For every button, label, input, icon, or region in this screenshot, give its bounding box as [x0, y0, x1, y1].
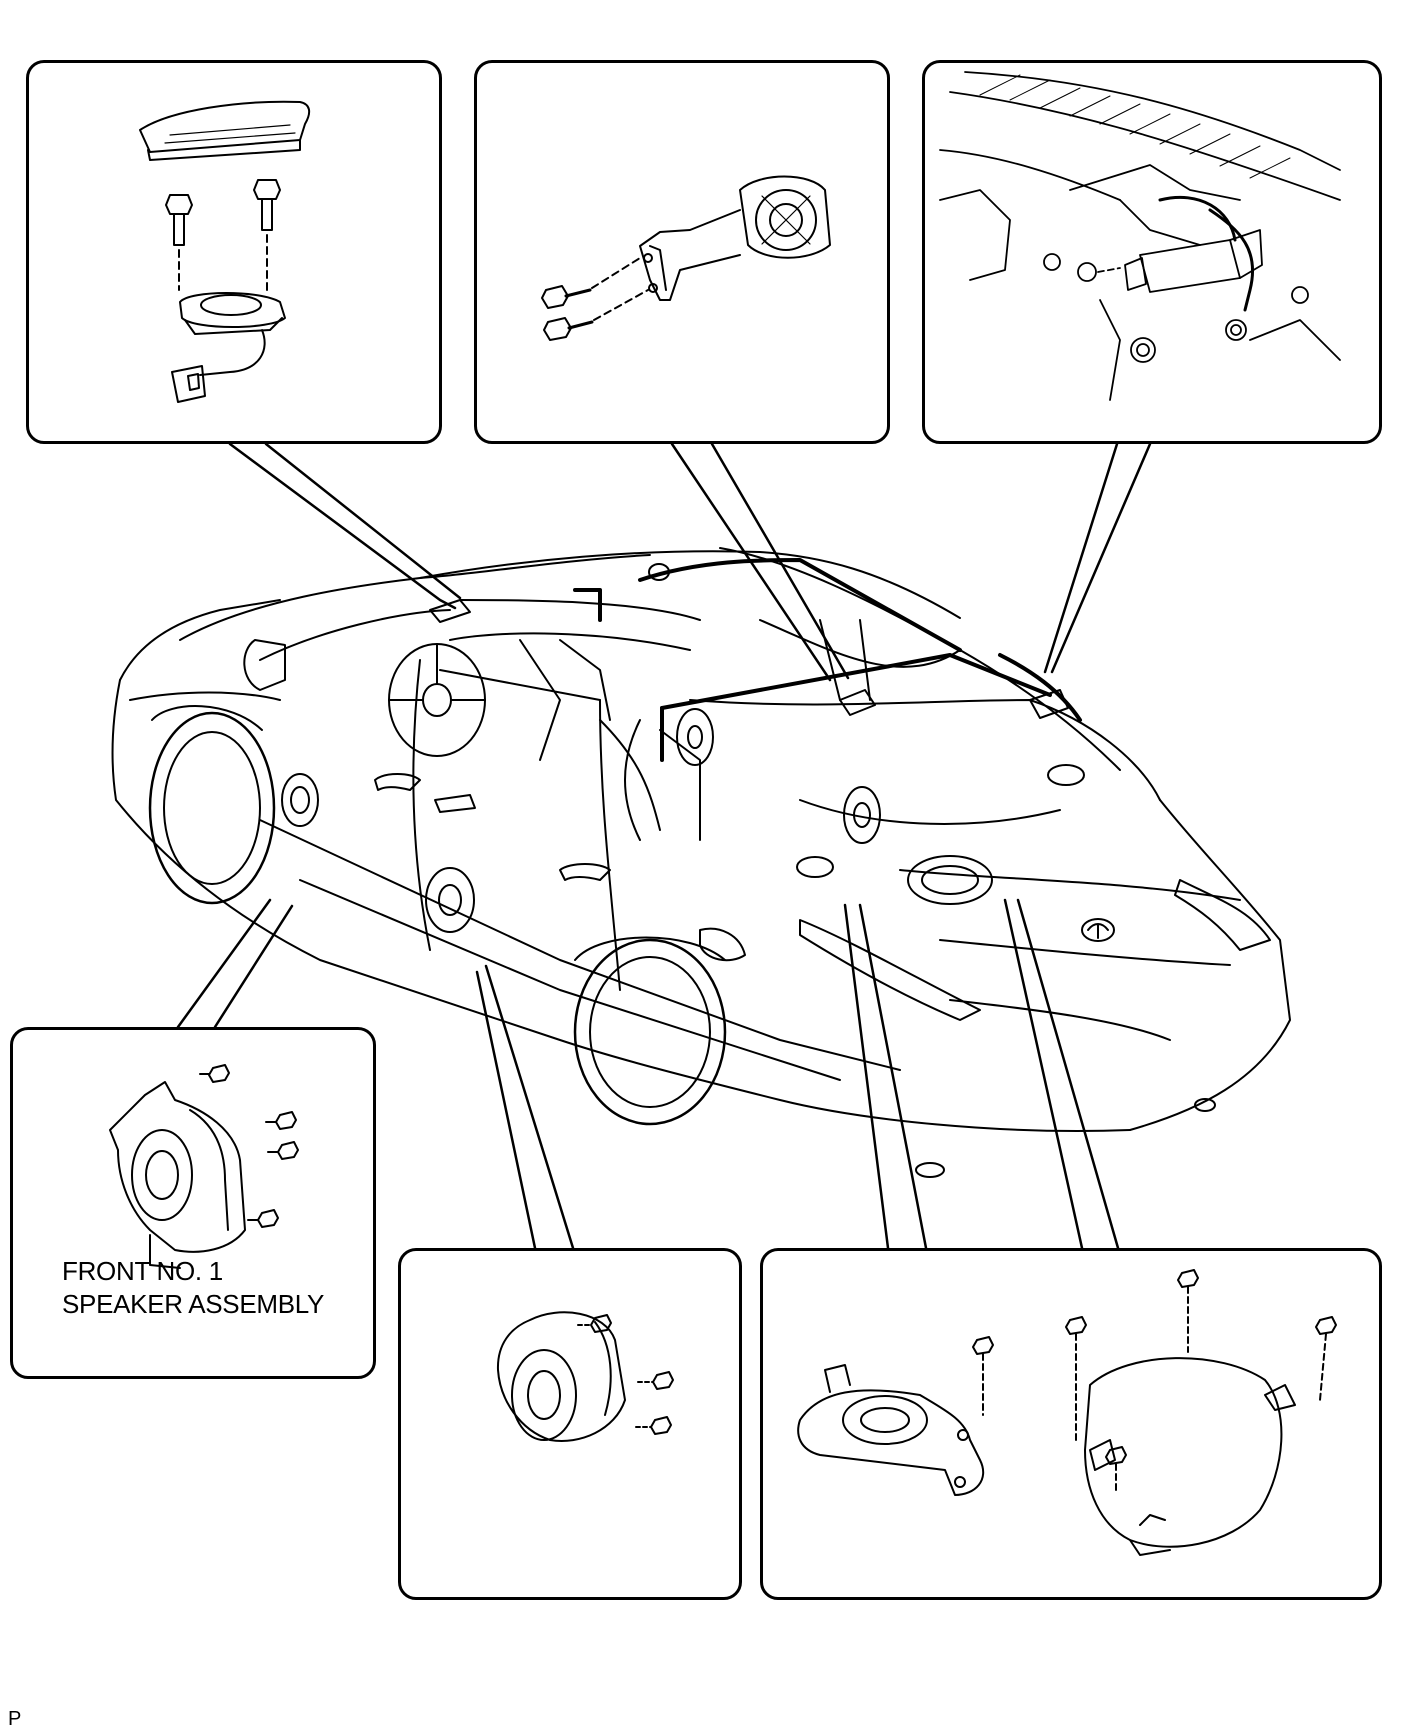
callout-panel-rear-shelf-speakers	[760, 1248, 1382, 1600]
pillar-tweeter-exploded	[139, 100, 311, 403]
rear-shelf-speakers-exploded	[797, 1269, 1337, 1556]
front-speaker-label-line2: SPEAKER ASSEMBLY	[62, 1289, 325, 1319]
front-speaker-label: FRONT NO. 1 SPEAKER ASSEMBLY	[62, 1255, 324, 1321]
callout-panel-front-door-speaker	[10, 1027, 376, 1379]
front-speaker-label-line1: FRONT NO. 1	[62, 1256, 223, 1286]
front-door-speaker-exploded	[109, 1064, 299, 1269]
callout-panel-rear-door-speaker	[398, 1248, 742, 1600]
center-speaker-exploded	[541, 175, 831, 341]
rear-door-speaker-exploded	[496, 1311, 674, 1442]
car-speaker-locations	[281, 563, 1085, 933]
callout-panel-pillar-tweeter	[26, 60, 442, 444]
antenna-wire-harness	[573, 558, 1082, 762]
corner-mark: P	[8, 1708, 22, 1730]
car-body-outline	[111, 547, 1291, 1178]
antenna-amplifier-exploded	[939, 71, 1341, 401]
callout-panel-antenna-amplifier	[922, 60, 1382, 444]
